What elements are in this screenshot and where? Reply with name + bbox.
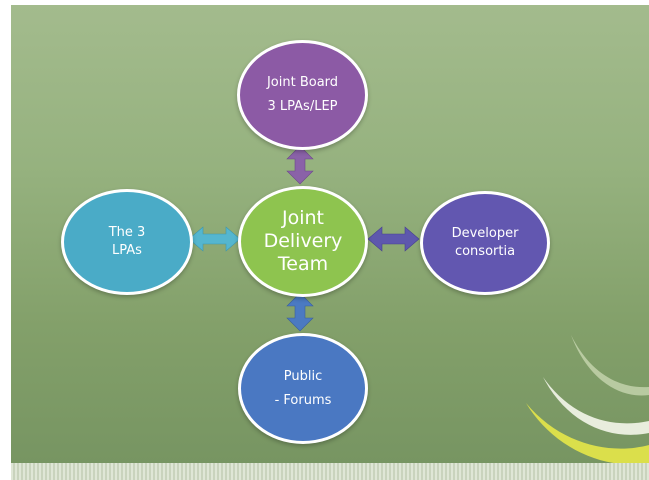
node-lpas-line2: LPAs [112, 243, 142, 258]
decorative-swoosh-white [543, 377, 649, 435]
node-team-line1: Joint [282, 207, 324, 229]
diagram-canvas [188, 145, 649, 463]
node-the-3-lpas: The 3 LPAs [61, 189, 193, 295]
node-joint-board-line2: 3 LPAs/LEP [267, 99, 338, 114]
node-public-line1: Public [283, 368, 323, 384]
diagram-slide: Joint Board 3 LPAs/LEP Joint Delivery Te… [11, 5, 649, 463]
decorative-swoosh-yellow [526, 403, 649, 463]
node-public: Public - Forums [238, 333, 368, 444]
node-developer-consortia: Developer consortia [420, 191, 550, 295]
arrow-team-board [286, 145, 314, 185]
node-public-line2: - Forums [274, 392, 332, 408]
node-lpas-line1: The 3 [108, 225, 146, 240]
node-developer-line2: consortia [454, 244, 516, 259]
node-developer-line1: Developer [451, 226, 519, 241]
node-joint-board: Joint Board 3 LPAs/LEP [237, 40, 368, 150]
node-joint-delivery-team: Joint Delivery Team [238, 186, 368, 297]
decorative-swoosh-light [571, 335, 649, 396]
arrow-team-public [286, 292, 314, 332]
bottom-band [11, 463, 649, 480]
node-team-line2: Delivery [263, 230, 343, 252]
node-joint-board-line1: Joint Board [266, 75, 339, 90]
arrow-lpas-team [188, 226, 241, 252]
arrow-team-developer [367, 226, 420, 252]
node-team-line3: Team [277, 253, 329, 275]
